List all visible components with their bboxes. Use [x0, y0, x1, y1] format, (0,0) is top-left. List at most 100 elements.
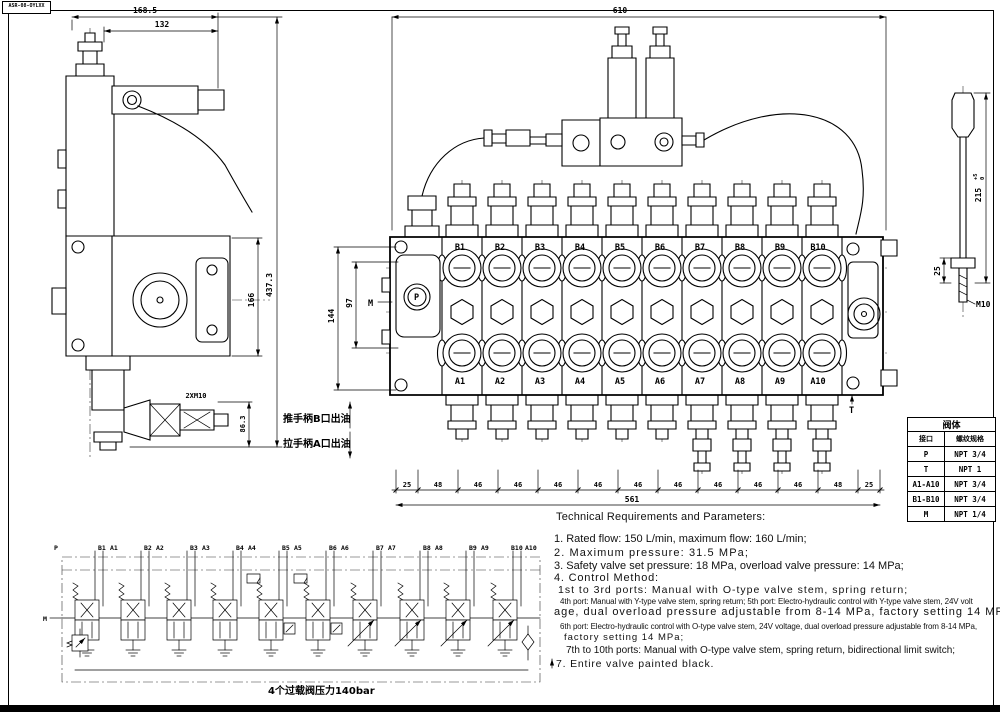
port-b5: B5	[615, 243, 625, 253]
schematic-caption: 4个过载阀压力140bar	[268, 684, 375, 697]
port-a7: A7	[695, 377, 705, 387]
chain-6: 46	[634, 481, 642, 489]
port-b9: B9	[775, 243, 785, 253]
side-view: 168.5 132 437.3 166 86.3 2XM10 推手柄B口出油 拉…	[52, 6, 353, 458]
port-a9: A9	[775, 377, 785, 387]
sch-b6: B6	[329, 544, 337, 552]
sch-port-p: P	[54, 544, 58, 552]
thread-table: 阀体 接口 螺纹规格 P NPT 3/4 T NPT 1 A1-A10 NPT …	[907, 417, 996, 522]
dim-side-width-inner: 132	[155, 20, 170, 29]
port-a5: A5	[615, 377, 625, 387]
port-labels-a: A1 A2 A3 A4 A5 A6 A7 A8 A9 A10	[455, 377, 826, 387]
dim-handle-length: 215	[974, 188, 983, 203]
sch-a1: A1	[110, 544, 118, 552]
row-port: A1-A10	[907, 476, 945, 492]
chain-11: 48	[834, 481, 842, 489]
chain-12: 25	[865, 481, 873, 489]
sch-b8: B8	[423, 544, 431, 552]
table-row: B1-B10 NPT 3/4	[907, 491, 996, 507]
dim-handle-tol-minus: 0	[980, 177, 986, 180]
sheet-bottom-edge	[0, 705, 1000, 712]
note-push-handle: 推手柄B口出油	[283, 412, 351, 425]
dim-front-total: 561	[625, 495, 640, 504]
dim-chain: 25 48 46 46 46 46 46 46 46 46 46 48 25 5…	[392, 470, 884, 508]
sch-a7: A7	[388, 544, 396, 552]
chain-3: 46	[514, 481, 522, 489]
port-b3: B3	[535, 243, 545, 253]
port-b6: B6	[655, 243, 665, 253]
schematic-port-pairs: B1 A1 B2 A2 B3 A3 B4 A4 B5 A5 B6 A6 B7 A…	[98, 544, 537, 552]
port-b7: B7	[695, 243, 705, 253]
sch-b1: B1	[98, 544, 106, 552]
inlet-section: P	[382, 241, 440, 391]
port-b10: B10	[810, 243, 825, 253]
port-labels-b: B1 B2 B3 B4 B5 B6 B7 B8 B9 B10	[455, 243, 826, 253]
handle-thread-label: M10	[976, 300, 991, 309]
port-a1: A1	[455, 377, 465, 387]
row-port: P	[907, 446, 945, 462]
note-pull-handle: 拉手柄A口出油	[283, 437, 351, 450]
sch-a4: A4	[248, 544, 256, 552]
outlet-section: T	[847, 240, 897, 416]
thread-table-col-port: 接口	[907, 431, 945, 447]
table-row: T NPT 1	[907, 461, 996, 477]
sch-b4: B4	[236, 544, 244, 552]
dim-handle-flange: 25	[933, 266, 942, 276]
sch-b3: B3	[190, 544, 198, 552]
dim-side-width-total: 168.5	[133, 6, 157, 15]
chain-8: 46	[714, 481, 722, 489]
sch-a3: A3	[202, 544, 210, 552]
port-a6: A6	[655, 377, 665, 387]
dim-front-width: 610	[613, 6, 628, 15]
port-b2: B2	[495, 243, 505, 253]
row-port: T	[907, 461, 945, 477]
pilot-assembly	[405, 27, 863, 237]
row-port: M	[907, 506, 945, 522]
dim-side-height-block: 166	[247, 293, 256, 308]
port-b8: B8	[735, 243, 745, 253]
sch-port-m: M	[43, 615, 47, 623]
dim-front-left-inner: 97	[345, 298, 354, 308]
port-m-label: M	[368, 299, 373, 309]
chain-7: 46	[674, 481, 682, 489]
sch-b2: B2	[144, 544, 152, 552]
chain-2: 46	[474, 481, 482, 489]
thread-table-title: 阀体	[907, 417, 996, 432]
stud-thread-label: 2XM10	[185, 392, 206, 400]
port-a10: A10	[810, 377, 825, 387]
chain-9: 46	[754, 481, 762, 489]
thread-table-col-spec: 螺纹规格	[944, 431, 996, 447]
chain-0: 25	[403, 481, 411, 489]
sch-a5: A5	[294, 544, 302, 552]
chain-1: 48	[434, 481, 442, 489]
table-row: A1-A10 NPT 3/4	[907, 476, 996, 492]
port-a8: A8	[735, 377, 745, 387]
port-b1: B1	[455, 243, 465, 253]
table-row: P NPT 3/4	[907, 446, 996, 462]
row-spec: NPT 1/4	[944, 506, 996, 522]
sch-b10: B10	[511, 544, 523, 552]
sch-b5: B5	[282, 544, 290, 552]
row-spec: NPT 1	[944, 461, 996, 477]
sch-b7: B7	[376, 544, 384, 552]
table-row: M NPT 1/4	[907, 506, 996, 522]
sch-a2: A2	[156, 544, 164, 552]
dim-front-left-outer: 144	[327, 309, 336, 324]
relief-valve-symbol	[67, 629, 88, 657]
sch-a6: A6	[341, 544, 349, 552]
port-a4: A4	[575, 377, 585, 387]
port-p-label: P	[414, 293, 419, 303]
port-b4: B4	[575, 243, 585, 253]
sch-a9: A9	[481, 544, 489, 552]
front-view: 610	[327, 6, 897, 508]
row-spec: NPT 3/4	[944, 476, 996, 492]
dim-handle-tol-plus: +5	[973, 173, 979, 180]
port-a3: A3	[535, 377, 545, 387]
hydraulic-schematic: P M B1 A1 B2 A2 B3 A3	[43, 544, 540, 697]
sch-a10: A10	[525, 544, 537, 552]
chain-5: 46	[594, 481, 602, 489]
handle-view: 215 +5 0 25 M10	[933, 86, 991, 320]
dim-side-fitting: 86.3	[239, 416, 247, 433]
